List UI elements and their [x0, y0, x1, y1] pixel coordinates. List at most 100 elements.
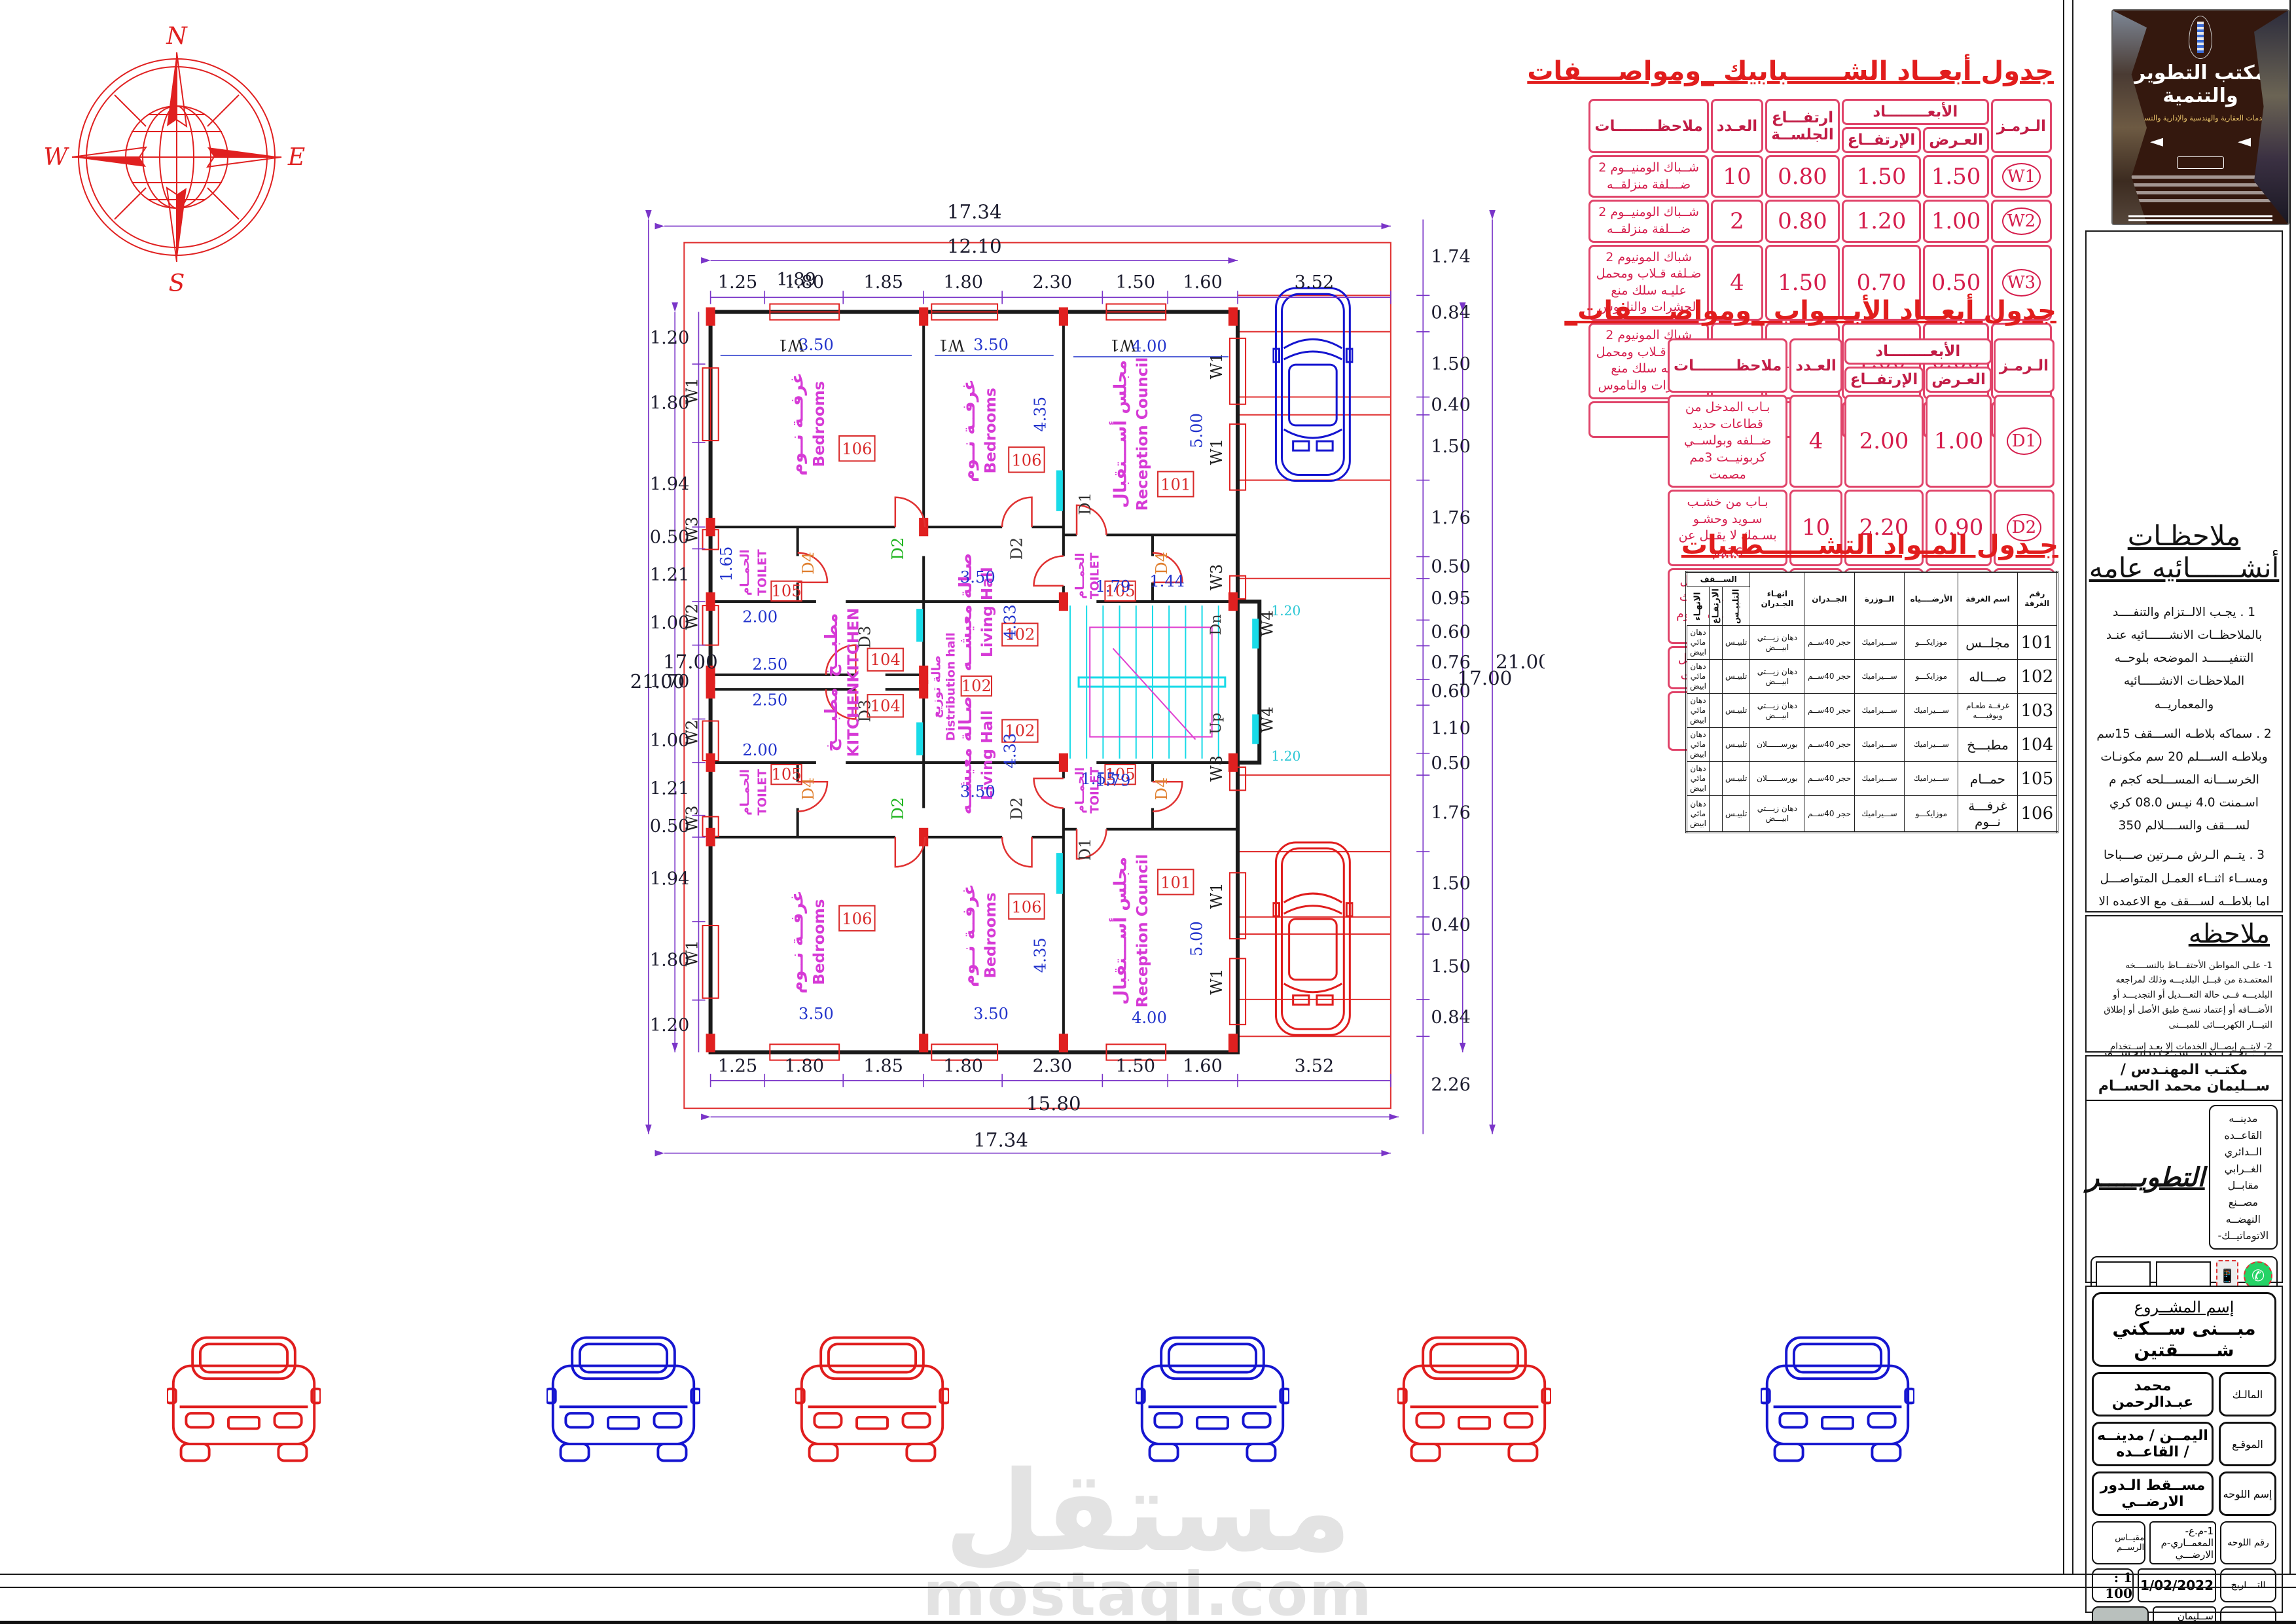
svg-text:15.80: 15.80	[1026, 1092, 1081, 1115]
svg-text:1.25: 1.25	[718, 272, 758, 293]
svg-text:مجلس أســـتقبال: مجلس أســـتقبال	[1109, 360, 1131, 508]
svg-text:102: 102	[1005, 625, 1035, 643]
svg-text:Living Hall: Living Hall	[978, 710, 996, 801]
svg-text:1.10: 1.10	[1431, 719, 1471, 739]
svg-text:1.50: 1.50	[1115, 1056, 1155, 1077]
svg-text:Distribution hall: Distribution hall	[944, 632, 958, 741]
svg-text:1.65: 1.65	[717, 547, 736, 582]
svg-text:0.60: 0.60	[1431, 681, 1471, 702]
svg-text:W1: W1	[1208, 883, 1226, 909]
dimension-labels: 17.34 12.10 1.25 1.80 1.85 1.80 2.30 1.5…	[630, 200, 1545, 1151]
svg-text:0.40: 0.40	[1431, 395, 1471, 416]
door-tag-d2: D2	[889, 797, 907, 820]
svg-text:غرفــة نــوم: غرفــة نــوم	[788, 372, 808, 476]
compass-n: N	[166, 23, 188, 50]
svg-text:3.50: 3.50	[798, 336, 834, 354]
svg-text:غرفــة نــوم: غرفــة نــوم	[788, 890, 808, 994]
panel-separator	[2063, 0, 2064, 1574]
svg-text:102: 102	[1005, 722, 1035, 740]
svg-text:1.20: 1.20	[1271, 603, 1300, 619]
watermark-arabic: مستقل	[944, 1447, 1352, 1577]
door-tag-d3: D3	[856, 700, 874, 723]
svg-text:1.00: 1.00	[650, 613, 690, 633]
logo-tower-icon	[2189, 16, 2212, 59]
svg-text:1.00: 1.00	[650, 731, 690, 751]
svg-text:W1: W1	[938, 336, 964, 354]
property-line	[683, 242, 1391, 1110]
car-red	[167, 1338, 321, 1461]
svg-text:106: 106	[1011, 451, 1041, 469]
watermark: مستقل mostaql.com	[919, 1447, 1377, 1624]
compass-rose: N E S W	[43, 23, 305, 297]
svg-text:صـالة معيشــه: صـالة معيشــه	[956, 553, 976, 672]
svg-text:1.80: 1.80	[784, 272, 824, 293]
svg-text:Bedrooms: Bedrooms	[982, 388, 999, 473]
svg-text:1.20: 1.20	[650, 328, 690, 348]
svg-text:1.50: 1.50	[1431, 957, 1471, 977]
door-tag-d1: D1	[1076, 838, 1094, 861]
car-red-right	[1272, 841, 1354, 1036]
materials-table-title: جـدول المـواد التشــــــطيبات	[1681, 530, 2058, 560]
svg-text:الحمــام: الحمــام	[1073, 767, 1087, 814]
svg-text:TOILET: TOILET	[755, 768, 769, 815]
svg-text:105: 105	[1105, 765, 1135, 784]
car-blue	[1136, 1338, 1289, 1461]
svg-text:1.89: 1.89	[776, 270, 816, 290]
svg-text:17.34: 17.34	[947, 200, 1002, 223]
whatsapp-icon: ✆	[2244, 1261, 2272, 1290]
room-labels: غرفــة نــوم Bedrooms 106 غرفــة نــوم B…	[738, 357, 1194, 1007]
svg-text:TOILET: TOILET	[1088, 767, 1102, 813]
svg-text:1.60: 1.60	[1183, 272, 1223, 293]
svg-text:105: 105	[771, 582, 801, 600]
svg-text:2.30: 2.30	[1032, 1056, 1072, 1077]
sheet-no-value: 1-م.ع-المعمــاري-م الارضـــي	[2149, 1521, 2216, 1564]
svg-text:4.35: 4.35	[1031, 397, 1050, 432]
svg-text:17.34: 17.34	[973, 1129, 1028, 1151]
svg-text:1.94: 1.94	[650, 869, 690, 889]
svg-text:0.50: 0.50	[1431, 557, 1471, 577]
compass-arrows	[71, 52, 282, 262]
scale-label: مقيــاس الرســم	[2092, 1521, 2146, 1564]
svg-text:106: 106	[842, 910, 872, 928]
svg-text:KITCHEN: KITCHEN	[844, 682, 862, 757]
misc-notes: ملاحظه 1- علـى المواطن الأحتفـــاظ بالنس…	[2085, 915, 2283, 1134]
svg-text:1.76: 1.76	[1431, 508, 1471, 528]
svg-text:الحمــام: الحمــام	[738, 549, 752, 596]
svg-text:صـالة معيشــه: صـالة معيشــه	[956, 696, 976, 814]
svg-text:2.50: 2.50	[752, 691, 787, 709]
svg-text:1.25: 1.25	[718, 1056, 758, 1077]
svg-text:5.00: 5.00	[1188, 413, 1206, 448]
door-tag-d4: D4	[1153, 552, 1171, 575]
svg-text:Bedrooms: Bedrooms	[982, 892, 999, 978]
svg-text:1.80: 1.80	[784, 1056, 824, 1077]
car-red	[795, 1338, 949, 1461]
staircase: Dn Up	[1069, 605, 1227, 759]
svg-text:101: 101	[1160, 874, 1191, 892]
table-row: D1 1.00 2.00 4 بـاب المدخل من قطاعات حدي…	[1667, 395, 2054, 488]
svg-text:4.35: 4.35	[1031, 937, 1050, 973]
logo-badge	[2177, 156, 2224, 169]
sheet-border	[0, 1574, 2296, 1575]
table-row: 101 مجلــس موزايكـــو ســـيراميك حجر 40س…	[1686, 625, 2058, 660]
structural-notes-title: ملاحظـات أنشــــــائيه عامه	[2089, 520, 2280, 584]
svg-text:W3: W3	[1208, 564, 1226, 590]
svg-text:1.80: 1.80	[943, 272, 983, 293]
svg-text:0.84: 0.84	[1431, 303, 1471, 323]
stairs-up-label: Up	[1208, 713, 1225, 734]
logo-arrows: ◄◄	[2150, 132, 2251, 151]
interior-dimensions: 3.50 3.50 4.35 4.00 5.00 1.65 2.00 2.50 …	[717, 336, 1300, 1027]
svg-text:W3: W3	[1208, 755, 1226, 782]
svg-text:0.95: 0.95	[1431, 588, 1471, 609]
svg-text:1.21: 1.21	[650, 565, 690, 585]
svg-text:4.33: 4.33	[1001, 733, 1019, 768]
svg-text:5.00: 5.00	[1188, 921, 1206, 956]
svg-text:W1: W1	[1208, 439, 1226, 465]
owner-label: المالـك	[2219, 1372, 2276, 1416]
door-tag-d2: D2	[1007, 537, 1026, 560]
door-tag-d3: D3	[856, 626, 874, 649]
svg-text:1.50: 1.50	[1115, 272, 1155, 293]
floor-plan: Dn Up D2 D2 D4 D3 D1 D4 D2 D2 D4	[630, 200, 1545, 1157]
svg-text:2.26: 2.26	[1431, 1075, 1471, 1095]
svg-text:Bedrooms: Bedrooms	[810, 899, 828, 985]
doors	[797, 496, 1183, 868]
